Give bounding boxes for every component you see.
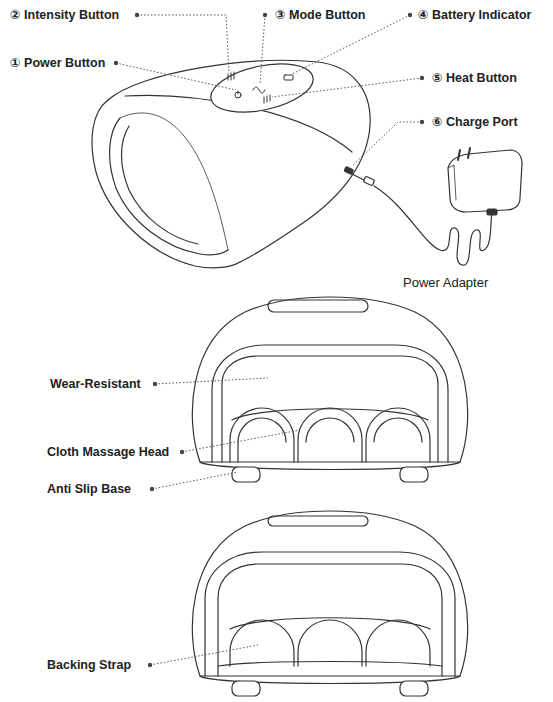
callout-label: ① Power Button — [10, 55, 105, 71]
leader-dots — [114, 13, 424, 667]
power-adapter — [374, 148, 522, 265]
callout-label: ⑥ Charge Port — [432, 114, 518, 130]
massager-front-view — [192, 297, 467, 482]
callout-label: Cloth Massage Head — [47, 444, 169, 460]
callout-label: ③ Mode Button — [275, 7, 365, 23]
leader-lines — [116, 15, 422, 665]
callout-label: ⑤ Heat Button — [432, 70, 517, 86]
callout-label: ② Intensity Button — [10, 7, 119, 23]
callout-label: Backing Strap — [47, 657, 131, 673]
panel-icons — [228, 72, 293, 103]
massager-back-view — [192, 511, 467, 696]
part-label: Power Adapter — [403, 275, 488, 291]
massager-perspective — [92, 56, 375, 268]
callout-label: Wear-Resistant — [50, 376, 141, 392]
callout-label: ④ Battery Indicator — [418, 7, 531, 23]
callout-label: Anti Slip Base — [47, 481, 131, 497]
